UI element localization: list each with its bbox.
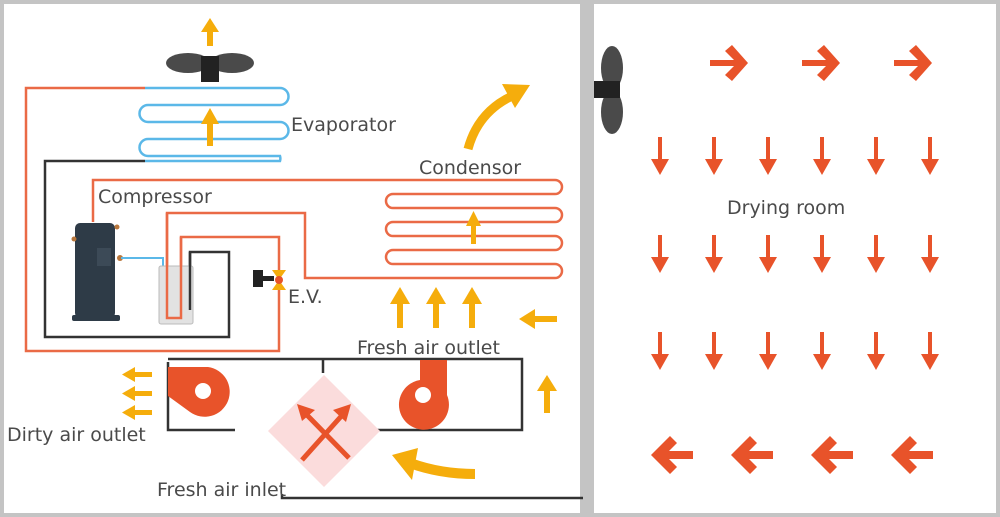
drying-room-label: Drying room bbox=[727, 197, 845, 219]
condensor-label: Condensor bbox=[419, 157, 521, 179]
down-arrow-icon bbox=[921, 235, 939, 273]
right-arrow-icon bbox=[802, 45, 840, 81]
down-arrow-icon bbox=[759, 235, 777, 273]
exhaust-up-arrow-icon bbox=[201, 18, 219, 46]
evaporator-label: Evaporator bbox=[291, 114, 396, 136]
evaporator-airflow-arrow-icon bbox=[201, 108, 219, 146]
fresh-air-up-arrows bbox=[390, 287, 482, 328]
evaporator-fan-icon bbox=[166, 53, 254, 82]
dirty-air-outlet-label: Dirty air outlet bbox=[7, 424, 146, 446]
exhaust-blower-icon bbox=[168, 367, 230, 417]
down-arrow-icon bbox=[651, 332, 669, 370]
left-arrow-icon bbox=[651, 436, 693, 474]
down-arrow-icon bbox=[705, 332, 723, 370]
condensor-airflow-arrow-icon bbox=[466, 211, 481, 244]
right-arrow-icon bbox=[710, 45, 748, 81]
drying-room-fan-icon bbox=[594, 46, 623, 134]
ev-label: E.V. bbox=[288, 286, 323, 308]
fresh-air-left-arrow-icon bbox=[519, 309, 557, 329]
left-arrow-icon bbox=[891, 436, 933, 474]
left-arrow-icon bbox=[811, 436, 853, 474]
ventilation-duct bbox=[166, 357, 583, 500]
evaporator-coil bbox=[138, 86, 290, 163]
fresh-air-outlet-label: Fresh air outlet bbox=[357, 337, 500, 359]
down-arrow-icon bbox=[813, 137, 831, 175]
right-arrow-icon bbox=[894, 45, 932, 81]
compressor-icon bbox=[71, 223, 123, 321]
down-arrow-icon bbox=[867, 137, 885, 175]
down-arrow-icon bbox=[651, 137, 669, 175]
down-arrow-icon bbox=[651, 235, 669, 273]
down-arrow-icon bbox=[867, 235, 885, 273]
down-arrow-icon bbox=[813, 332, 831, 370]
condensor-coil bbox=[91, 178, 564, 320]
fresh-air-up-arrow-right-icon bbox=[537, 375, 557, 413]
curved-intake-arrow-icon bbox=[392, 448, 476, 480]
accumulator bbox=[158, 265, 194, 325]
down-arrow-icon bbox=[921, 332, 939, 370]
expansion-valve-icon bbox=[253, 270, 286, 290]
down-arrow-icon bbox=[759, 332, 777, 370]
curved-exhaust-arrow-icon bbox=[463, 84, 530, 151]
refrigerant-circuit bbox=[24, 86, 281, 353]
fresh-air-inlet-label: Fresh air inlet bbox=[157, 479, 286, 501]
supply-blower-icon bbox=[398, 360, 449, 430]
heat-exchanger-icon bbox=[268, 375, 380, 487]
drying-room-airflow-arrows bbox=[651, 45, 939, 474]
suction-line bbox=[121, 257, 164, 273]
compressor-label: Compressor bbox=[98, 186, 212, 208]
down-arrow-icon bbox=[759, 137, 777, 175]
down-arrow-icon bbox=[705, 235, 723, 273]
down-arrow-icon bbox=[921, 137, 939, 175]
dirty-air-left-arrows bbox=[122, 367, 152, 420]
left-arrow-icon bbox=[731, 436, 773, 474]
accumulator-coil bbox=[165, 213, 183, 320]
down-arrow-icon bbox=[813, 235, 831, 273]
down-arrow-icon bbox=[867, 332, 885, 370]
down-arrow-icon bbox=[705, 137, 723, 175]
